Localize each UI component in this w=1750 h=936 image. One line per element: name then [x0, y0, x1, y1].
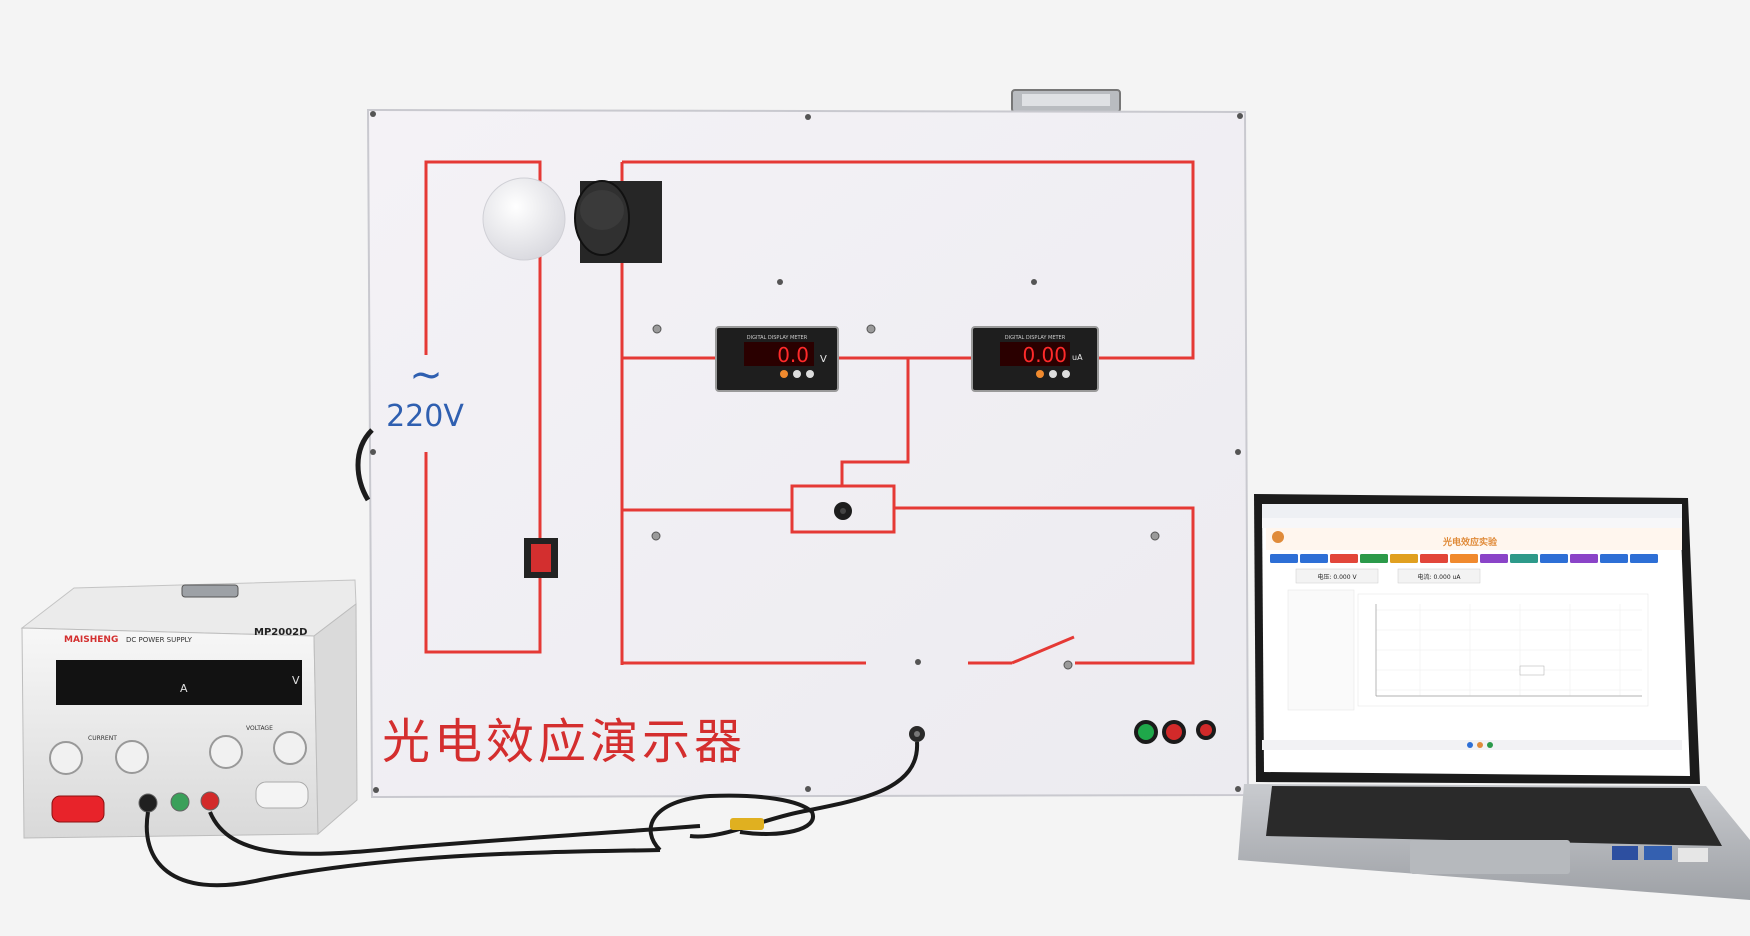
- app-logo: [1272, 531, 1284, 543]
- voltmeter-unit: V: [820, 354, 827, 365]
- voltage-label: 220V: [386, 399, 464, 434]
- board-title: 光电效应演示器: [382, 714, 746, 770]
- voltmeter-button[interactable]: [780, 370, 788, 378]
- ac-symbol: ~: [409, 352, 443, 398]
- taskbar-icon: [1487, 742, 1493, 748]
- voltmeter-header: DIGITAL DISPLAY METER: [747, 335, 808, 341]
- app-header: [1266, 528, 1682, 550]
- board-handle: [1011, 89, 1121, 113]
- chart-grid: [1376, 604, 1642, 696]
- app-toolbar-button[interactable]: [1480, 554, 1508, 563]
- ammeter-button[interactable]: [1036, 370, 1044, 378]
- laptop-sticker: [1644, 846, 1672, 860]
- cable-connector: [730, 818, 764, 830]
- app-toolbar-button[interactable]: [1600, 554, 1628, 563]
- psu-display: [56, 660, 302, 705]
- psu-current-label: CURRENT: [88, 735, 117, 742]
- laptop-touchpad: [1410, 840, 1570, 874]
- voltmeter-reading: 0.0: [777, 343, 809, 367]
- current-knob[interactable]: [49, 741, 83, 775]
- ammeter-button[interactable]: [1049, 370, 1057, 378]
- app-toolbar-button[interactable]: [1390, 554, 1418, 563]
- ammeter-button[interactable]: [1062, 370, 1070, 378]
- output-jack[interactable]: [909, 726, 925, 742]
- browser-addressbar: [1262, 518, 1682, 528]
- taskbar-icon: [1477, 742, 1483, 748]
- red-indicator-light: [1166, 724, 1182, 740]
- indicator-lights: [1134, 720, 1216, 744]
- data-table-panel: [1287, 589, 1355, 711]
- ammeter-header: DIGITAL DISPLAY METER: [1005, 335, 1066, 341]
- psu-voltage-label: VOLTAGE: [246, 725, 273, 732]
- taskbar-icon: [1467, 742, 1473, 748]
- app-title: 光电效应实验: [1442, 536, 1498, 548]
- voltmeter: DIGITAL DISPLAY METER 0.0 V: [715, 326, 839, 392]
- app-toolbar-button[interactable]: [1630, 554, 1658, 563]
- laptop-sticker: [1612, 846, 1638, 860]
- app-toolbar-button[interactable]: [1570, 554, 1598, 563]
- photocell-housing: [574, 180, 662, 263]
- psu-amp-unit: A: [180, 682, 188, 695]
- terminal-posts: [651, 324, 1160, 670]
- psu-power-button[interactable]: [51, 795, 105, 823]
- current-fine-knob[interactable]: [115, 740, 149, 774]
- ground-terminal[interactable]: [170, 792, 190, 812]
- ammeter-unit: uA: [1072, 353, 1083, 362]
- positive-terminal[interactable]: [200, 791, 220, 811]
- current-readout: 电流: 0.000 uA: [1418, 573, 1462, 581]
- app-toolbar-button[interactable]: [1360, 554, 1388, 563]
- app-toolbar-button[interactable]: [1330, 554, 1358, 563]
- signal-cables: [144, 741, 920, 888]
- red-indicator-light: [1200, 724, 1212, 736]
- browser-tabbar: [1262, 504, 1682, 518]
- app-toolbar-button[interactable]: [1540, 554, 1568, 563]
- chart-tools[interactable]: [1519, 665, 1545, 676]
- psu-handle: [181, 584, 239, 598]
- light-bulb: [482, 177, 566, 261]
- laptop-sticker: [1678, 848, 1708, 862]
- ammeter-reading: 0.00: [1022, 343, 1067, 367]
- laptop-keyboard: [1266, 786, 1722, 846]
- green-indicator-light: [1138, 724, 1154, 740]
- voltmeter-button[interactable]: [806, 370, 814, 378]
- ac-power-cord: [355, 428, 374, 502]
- psu-volt-unit: V: [292, 674, 300, 687]
- power-rocker-switch[interactable]: [524, 538, 558, 578]
- laptop: 光电效应实验 电压: 0.000 V 电流: 0.000 uA: [1238, 494, 1750, 900]
- app-toolbar-button[interactable]: [1510, 554, 1538, 563]
- psu-type: DC POWER SUPPLY: [126, 636, 193, 644]
- app-toolbar-button[interactable]: [1420, 554, 1448, 563]
- psu-model: MP2002D: [254, 627, 307, 638]
- voltmeter-button[interactable]: [793, 370, 801, 378]
- voltage-knob[interactable]: [209, 735, 243, 769]
- negative-terminal[interactable]: [138, 793, 158, 813]
- psu-brand: MAISHENG: [64, 635, 118, 645]
- app-toolbar-button[interactable]: [1450, 554, 1478, 563]
- psu-output-button[interactable]: [255, 781, 309, 809]
- voltage-fine-knob[interactable]: [273, 731, 307, 765]
- potentiometer-knob[interactable]: [834, 502, 852, 520]
- app-toolbar: [1270, 554, 1658, 563]
- app-toolbar-button[interactable]: [1300, 554, 1328, 563]
- ammeter: DIGITAL DISPLAY METER 0.00 uA: [971, 326, 1099, 392]
- voltage-readout: 电压: 0.000 V: [1317, 573, 1357, 581]
- dc-power-supply: MAISHENG DC POWER SUPPLY MP2002D A V CUR…: [20, 579, 358, 839]
- app-toolbar-button[interactable]: [1270, 554, 1298, 563]
